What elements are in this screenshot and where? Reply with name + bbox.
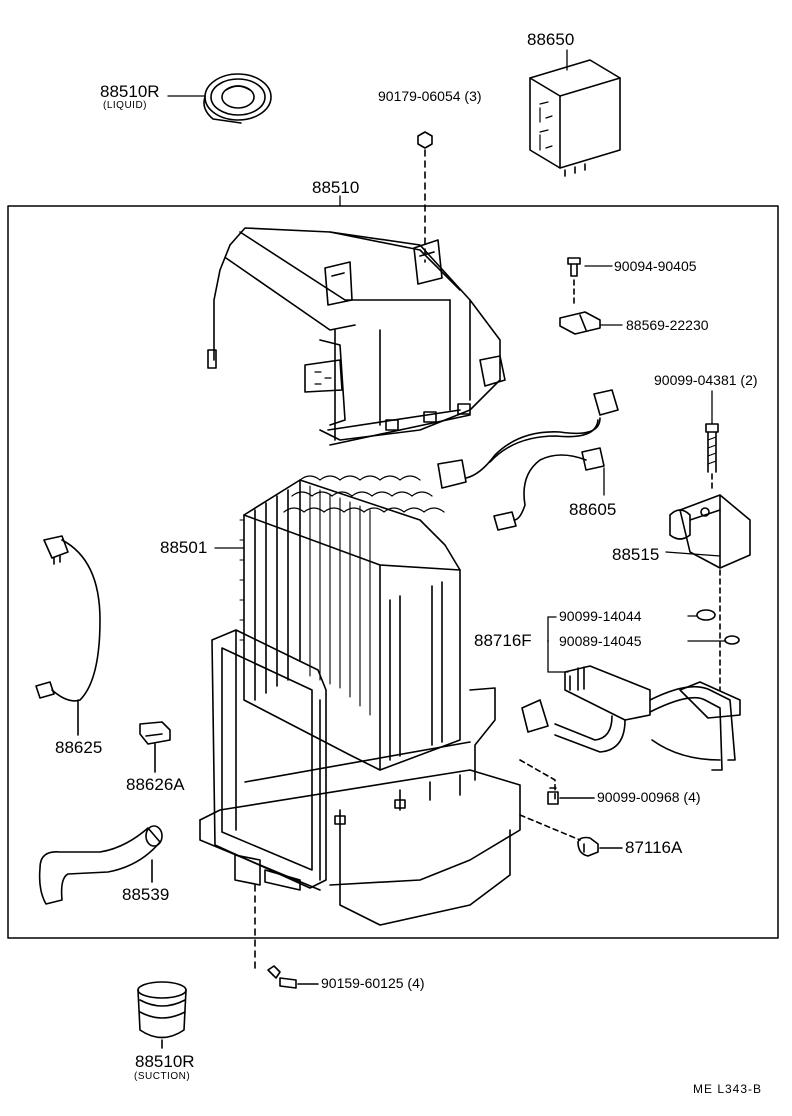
lower-case-drawing	[200, 630, 580, 968]
clip-87116A-drawing	[578, 838, 622, 857]
label-88510: 88510	[312, 178, 360, 197]
harness-88605-drawing	[438, 390, 618, 530]
label-88625: 88625	[55, 738, 103, 757]
hose-88539-drawing	[40, 826, 162, 904]
label-90179-06054: 90179-06054 (3)	[378, 88, 482, 104]
label-90099-04381: 90099-04381 (2)	[654, 372, 758, 388]
label-90099-14044: 90099-14044	[559, 608, 642, 624]
label-90159-60125: 90159-60125 (4)	[321, 975, 425, 991]
label-87116A: 87116A	[625, 838, 683, 857]
upper-case-drawing	[208, 228, 505, 445]
label-90094-90405: 90094-90405	[614, 258, 697, 274]
bolt-90099-04381-drawing	[706, 424, 718, 490]
label-suction-note: (SUCTION)	[134, 1071, 191, 1082]
label-88716F: 88716F	[474, 631, 532, 650]
label-liquid-note: (LIQUID)	[103, 100, 147, 111]
diagram-code: ME L343-B	[693, 1082, 763, 1096]
label-88510R-suction: 88510R	[135, 1052, 195, 1071]
label-88539: 88539	[122, 885, 170, 904]
grommet-liquid-drawing	[204, 74, 271, 123]
tube-88716F-drawing	[522, 666, 740, 770]
nut-90179-drawing	[418, 132, 432, 262]
clip-88626A-drawing	[140, 722, 170, 772]
leader-lines	[168, 50, 725, 672]
relay-box-drawing	[530, 60, 620, 176]
screw-90159-drawing	[268, 966, 318, 988]
label-90089-14045: 90089-14045	[559, 633, 642, 649]
grommet-suction-drawing	[138, 982, 186, 1048]
label-88650: 88650	[527, 30, 575, 49]
expansion-valve-drawing	[670, 495, 750, 568]
label-88569-22230: 88569-22230	[626, 317, 709, 333]
bolt-90099-00968-drawing	[548, 788, 594, 804]
assembly-frame	[8, 206, 778, 938]
sensor-88625-drawing	[36, 536, 100, 735]
o-rings-drawing	[697, 570, 739, 690]
label-88515: 88515	[612, 545, 660, 564]
label-88626A: 88626A	[126, 775, 185, 794]
label-88501: 88501	[160, 538, 208, 557]
evaporator-core-drawing	[240, 476, 460, 770]
label-88605: 88605	[569, 500, 617, 519]
label-88510R-liquid: 88510R	[100, 82, 160, 101]
label-90099-00968: 90099-00968 (4)	[597, 789, 701, 805]
screw-bracket-drawing	[560, 258, 600, 334]
